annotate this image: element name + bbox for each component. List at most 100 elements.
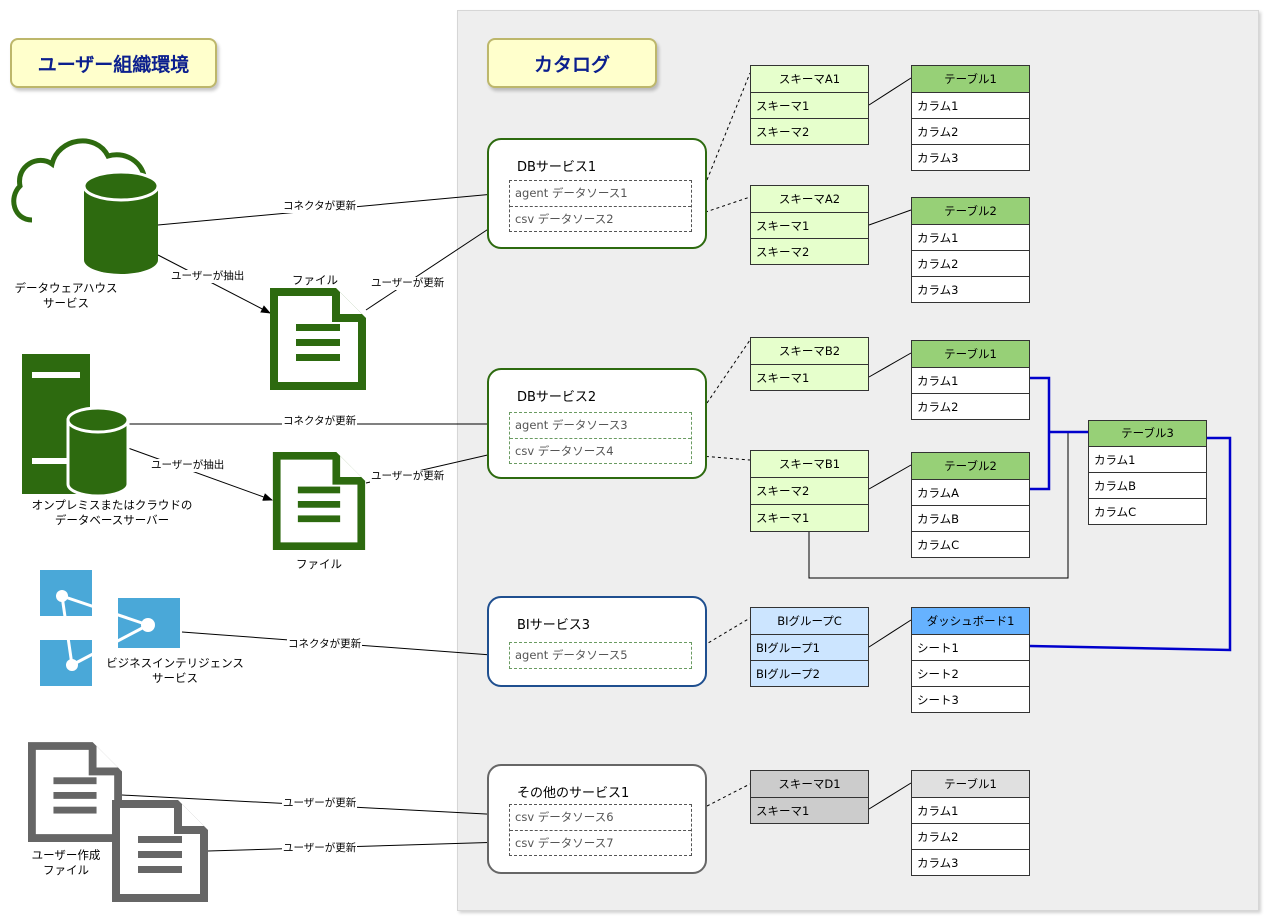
edge-dwh-file1 [157,254,271,314]
file-icon [112,800,208,902]
schema-row[interactable]: スキーマ1 [751,504,868,531]
table-header: テーブル2 [912,198,1029,224]
table-1-d[interactable]: テーブル1 カラム1 カラム2 カラム3 [911,770,1030,876]
table-column[interactable]: カラム1 [1089,446,1206,472]
datasource-list: agent データソース3 csv データソース4 [509,412,692,464]
other-service-1[interactable]: その他のサービス1 csv データソース6 csv データソース7 [487,764,707,874]
file2-label: ファイル [296,557,342,571]
schema-row[interactable]: スキーマ1 [751,797,868,823]
bi-service-icon [40,570,180,686]
table-column[interactable]: カラムA [912,479,1029,505]
db-service-2[interactable]: DBサービス2 agent データソース3 csv データソース4 [487,368,707,479]
schema-header: スキーマB2 [751,338,868,364]
datasource-list: agent データソース1 csv データソース2 [509,180,692,232]
user-files-label: ユーザー作成 ファイル [31,848,101,877]
table-column[interactable]: カラム3 [912,849,1029,875]
schema-row[interactable]: スキーマ2 [751,238,868,264]
schema-row[interactable]: BIグループ2 [751,660,868,686]
table-header: テーブル1 [912,66,1029,92]
table-column[interactable]: カラム1 [912,92,1029,118]
table-column[interactable]: カラムC [1089,498,1206,524]
table-header: テーブル3 [1089,421,1206,446]
table-column[interactable]: カラム2 [912,393,1029,419]
schema-header: スキーマA2 [751,186,868,212]
datasource-item[interactable]: csv データソース2 [510,206,691,231]
table-column[interactable]: カラム1 [912,797,1029,823]
edge-label-extract-2: ユーザーが抽出 [150,459,226,472]
bi-service-label: ビジネスインテリジェンス サービス [106,656,244,685]
table-column[interactable]: カラムB [1089,472,1206,498]
edge-onprem-file2 [127,447,273,501]
edge-label-extract-1: ユーザーが抽出 [170,270,246,283]
datasource-item[interactable]: agent データソース3 [515,418,628,432]
edge-label-connector-3: コネクタが更新 [287,638,363,651]
service-title: DBサービス2 [517,390,597,405]
schema-header: BIグループC [751,608,868,634]
schema-row[interactable]: スキーマ2 [751,477,868,504]
bi-group-c[interactable]: BIグループC BIグループ1 BIグループ2 [750,607,869,687]
edge-file1-ds2 [365,217,506,311]
table-2-a[interactable]: テーブル2 カラム1 カラム2 カラム3 [911,197,1030,303]
file-icon [270,288,366,390]
schema-header: スキーマB1 [751,451,868,477]
schema-row[interactable]: スキーマ2 [751,118,868,144]
user-environment-header: ユーザー組織環境 [10,38,217,88]
table-column[interactable]: カラム3 [912,276,1029,302]
datasource-item[interactable]: csv データソース4 [510,438,691,463]
server-database-icon [22,354,130,498]
table-column[interactable]: カラムC [912,531,1029,557]
schema-row[interactable]: スキーマ1 [751,364,868,390]
datasource-item[interactable]: csv データソース6 [515,810,614,824]
table-column[interactable]: カラムB [912,505,1029,531]
table-header: テーブル1 [912,341,1029,367]
dwh-service-label: データウェアハウス サービス [14,281,118,310]
dashboard-1[interactable]: ダッシュボード1 シート1 シート2 シート3 [911,607,1030,713]
edge-label-update-3: ユーザーが更新 [282,797,358,810]
schema-a2[interactable]: スキーマA2 スキーマ1 スキーマ2 [750,185,869,265]
service-title: その他のサービス1 [517,786,630,801]
db-service-1[interactable]: DBサービス1 agent データソース1 csv データソース2 [487,138,707,249]
table-column[interactable]: カラム3 [912,144,1029,170]
bi-service-3[interactable]: BIサービス3 agent データソース5 [487,596,707,687]
table-column[interactable]: カラム1 [912,224,1029,250]
edge-label-connector-1: コネクタが更新 [282,200,358,213]
service-title: DBサービス1 [517,160,597,175]
schema-header: スキーマA1 [751,66,868,92]
table-header: テーブル2 [912,453,1029,479]
table-column[interactable]: カラム2 [912,823,1029,849]
edge-label-update-2: ユーザーが更新 [370,470,446,483]
datasource-list: agent データソース5 [509,642,692,669]
cloud-database-icon [11,138,160,274]
schema-a1[interactable]: スキーマA1 スキーマ1 スキーマ2 [750,65,869,145]
table-2-b[interactable]: テーブル2 カラムA カラムB カラムC [911,452,1030,558]
table-1-a[interactable]: テーブル1 カラム1 カラム2 カラム3 [911,65,1030,171]
table-1-b[interactable]: テーブル1 カラム1 カラム2 [911,340,1030,420]
catalog-header: カタログ [487,38,657,88]
service-title: BIサービス3 [517,618,591,633]
edge-label-connector-2: コネクタが更新 [282,415,358,428]
table-column[interactable]: カラム1 [912,367,1029,393]
file-icon [28,742,122,842]
table-column[interactable]: カラム2 [912,250,1029,276]
schema-row[interactable]: スキーマ1 [751,92,868,118]
edge-label-update-1: ユーザーが更新 [370,277,446,290]
table-column[interactable]: カラム2 [912,118,1029,144]
schema-row[interactable]: BIグループ1 [751,634,868,660]
table-header: ダッシュボード1 [912,608,1029,634]
table-3[interactable]: テーブル3 カラム1 カラムB カラムC [1088,420,1207,525]
datasource-list: csv データソース6 csv データソース7 [509,804,692,856]
schema-header: スキーマD1 [751,771,868,797]
schema-b2[interactable]: スキーマB2 スキーマ1 [750,337,869,391]
schema-d1[interactable]: スキーマD1 スキーマ1 [750,770,869,824]
dashboard-sheet[interactable]: シート2 [912,660,1029,686]
table-header: テーブル1 [912,771,1029,797]
datasource-item[interactable]: agent データソース5 [515,648,628,662]
dashboard-sheet[interactable]: シート1 [912,634,1029,660]
onprem-db-label: オンプレミスまたはクラウドの データベースサーバー [31,498,193,527]
schema-b1[interactable]: スキーマB1 スキーマ2 スキーマ1 [750,450,869,532]
file1-label: ファイル [292,273,338,287]
schema-row[interactable]: スキーマ1 [751,212,868,238]
datasource-item[interactable]: csv データソース7 [510,830,691,855]
dashboard-sheet[interactable]: シート3 [912,686,1029,712]
datasource-item[interactable]: agent データソース1 [515,186,628,200]
